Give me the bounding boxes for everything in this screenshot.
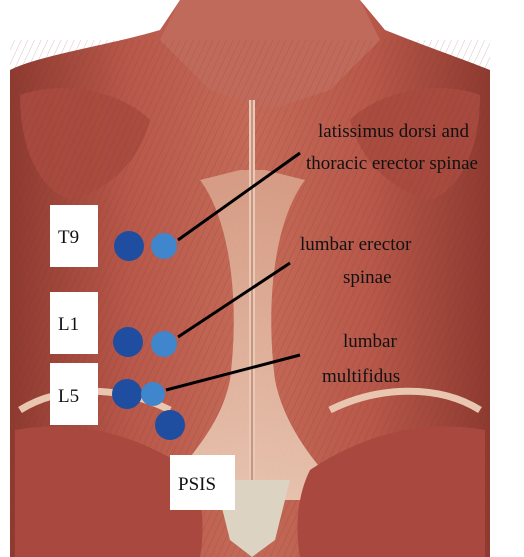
- electrode-psis: [155, 410, 185, 440]
- multifidus-line-2: multifidus: [322, 366, 400, 387]
- vertebra-label-l1: L1: [50, 292, 98, 354]
- lumbar-erector-line-1: lumbar erector: [300, 234, 412, 255]
- multifidus-line-1: lumbar: [343, 331, 397, 352]
- lumbar-erector-line-2: spinae: [343, 267, 392, 288]
- electrode-t9-light: [151, 233, 177, 259]
- l5-label: L5: [58, 386, 79, 407]
- t9-label: T9: [58, 227, 79, 248]
- psis-label: PSIS: [170, 455, 235, 510]
- l1-label: L1: [58, 314, 79, 335]
- psis-label-text: PSIS: [178, 474, 216, 495]
- electrode-l1-light: [151, 331, 177, 357]
- vertebra-label-l5: L5: [50, 363, 98, 425]
- vertebra-label-t9: T9: [50, 205, 98, 267]
- back-anatomy-illustration: [10, 0, 490, 557]
- latissimus-line-1: latissimus dorsi and: [318, 121, 469, 142]
- electrode-t9-dark: [114, 231, 144, 261]
- electrode-l1-dark: [113, 327, 143, 357]
- electrode-l5-dark: [112, 379, 142, 409]
- latissimus-line-2: thoracic erector spinae: [306, 153, 478, 174]
- electrode-l5-light: [141, 382, 165, 406]
